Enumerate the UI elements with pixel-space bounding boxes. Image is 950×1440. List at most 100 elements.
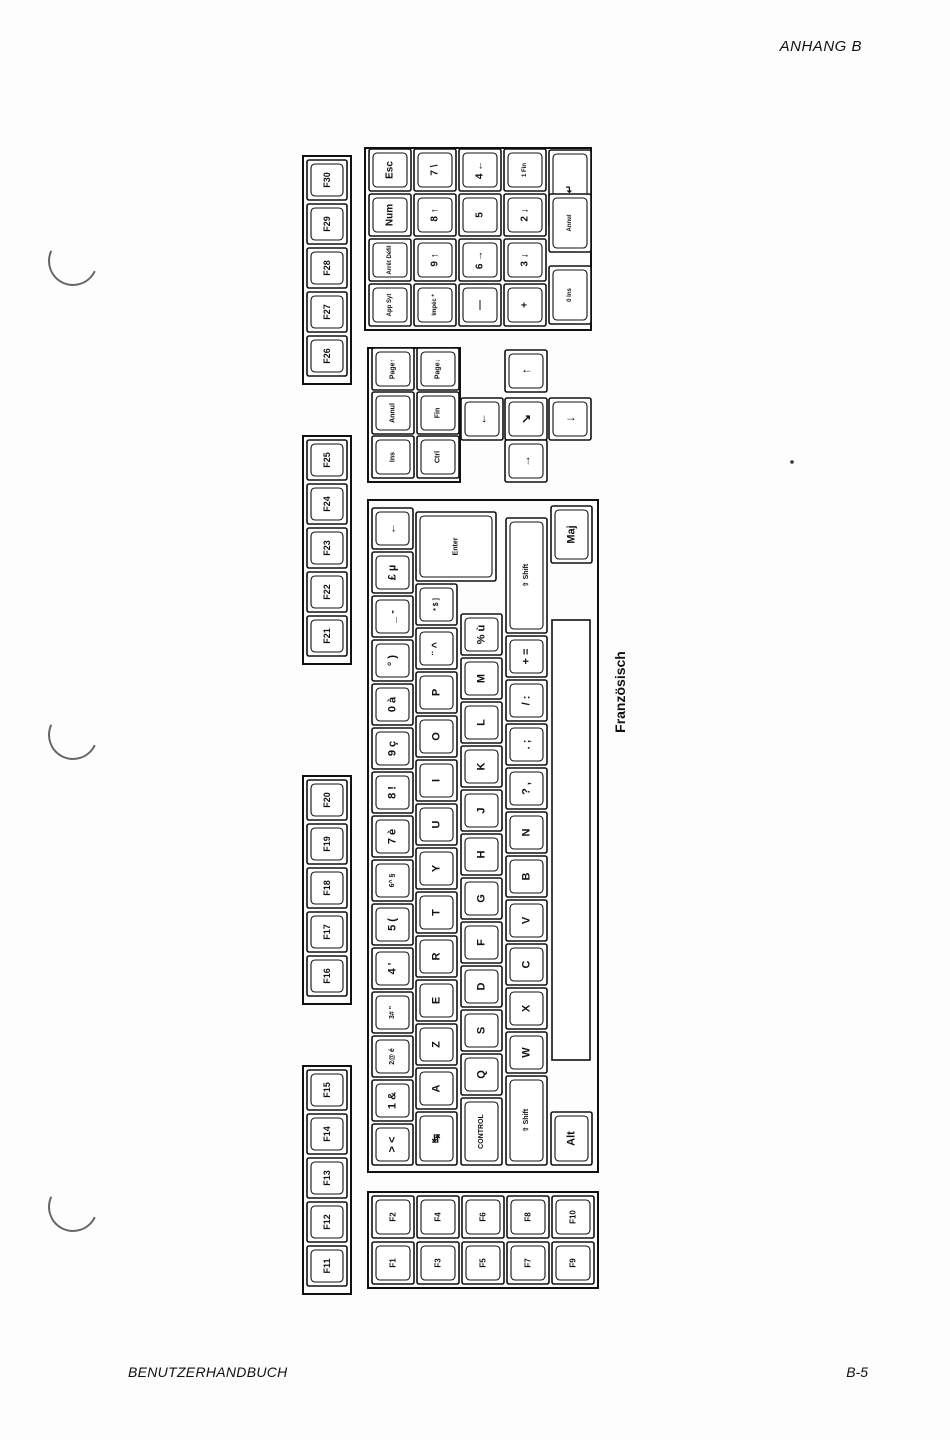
key-label: _ - — [387, 610, 399, 624]
key-k: K — [460, 745, 503, 788]
key-label: F1 — [389, 1258, 398, 1268]
key-label: 7 è — [387, 829, 399, 844]
key-f2: F2 — [371, 1195, 415, 1239]
key-label: ⇧ Shift — [522, 1108, 530, 1132]
key-label: F3 — [434, 1258, 443, 1268]
key-symbol: ¨ ^ — [415, 627, 458, 670]
key-label: * $ ] — [433, 598, 440, 611]
key-x: X — [505, 987, 548, 1030]
key-label: Arrêt Défil — [387, 245, 393, 274]
key-f24: F24 — [306, 483, 348, 525]
key-f6: F6 — [461, 1195, 505, 1239]
key-label: Enter — [453, 537, 460, 555]
key-alt: Alt — [550, 1111, 593, 1166]
key-annul: Annul — [371, 391, 415, 435]
key-label: 0 Ins — [567, 288, 573, 302]
key-label: D — [476, 982, 488, 990]
key-label: T — [431, 909, 443, 916]
key-page: Page↑ — [371, 347, 415, 391]
left-function-pad — [367, 1191, 599, 1289]
key-label: . ; — [521, 740, 533, 750]
key-imp-c: Impéc * — [413, 283, 457, 327]
key-label: F22 — [322, 584, 332, 600]
key-f7: F7 — [506, 1241, 550, 1285]
function-key-group — [302, 775, 352, 1005]
key-label: ↵ — [565, 185, 576, 193]
key-label: ← — [387, 523, 399, 534]
key-1: 1 & — [371, 1079, 414, 1122]
key-8: 8 ↑ — [413, 193, 457, 237]
key-4: 4 ← — [458, 148, 502, 192]
key-label: ? , — [521, 782, 533, 795]
key-label: Z — [431, 1041, 443, 1048]
key-label: F17 — [322, 924, 332, 940]
key-label: % ù — [476, 625, 488, 645]
key-label: F25 — [322, 452, 332, 468]
key-label: + = — [521, 649, 533, 665]
key-label: B — [521, 872, 533, 880]
key-2: 2 ↓ — [503, 193, 547, 237]
key-symbol: / : — [505, 679, 548, 722]
key-label: 9 ç — [387, 741, 399, 756]
key-t: T — [415, 891, 458, 934]
key-label: F26 — [322, 348, 332, 364]
key-f4: F4 — [416, 1195, 460, 1239]
key-f8: F8 — [506, 1195, 550, 1239]
key-label: F18 — [322, 880, 332, 896]
key-y: Y — [415, 847, 458, 890]
key-label: V — [521, 916, 533, 924]
key-label: 2 ↓ — [520, 208, 531, 221]
key-9: 9 ↑ — [413, 238, 457, 282]
key-f17: F17 — [306, 911, 348, 953]
key-label: O — [431, 732, 443, 741]
key-label: → — [519, 455, 533, 467]
key-f3: F3 — [416, 1241, 460, 1285]
key-page: Page↓ — [416, 347, 460, 391]
key-label: 3# " — [389, 1006, 396, 1019]
key-f22: F22 — [306, 571, 348, 613]
key-label: C — [521, 960, 533, 968]
key-5: 5 ( — [371, 903, 414, 946]
key-ctrl: Ctrl — [416, 435, 460, 479]
key-f: F — [460, 921, 503, 964]
key-f18: F18 — [306, 867, 348, 909]
key-label: F10 — [569, 1210, 578, 1224]
key-label: E — [431, 997, 443, 1004]
key-label: F9 — [569, 1258, 578, 1268]
key-label: F8 — [524, 1212, 533, 1222]
key-label: F14 — [322, 1126, 332, 1142]
key-p: P — [415, 671, 458, 714]
key-3: 3 ↓ — [503, 238, 547, 282]
key-a: A — [415, 1067, 458, 1110]
key-label: Annul — [390, 403, 397, 423]
key-f28: F28 — [306, 247, 348, 289]
key-symbol: * $ ] — [415, 583, 458, 626]
key-label: ↘ — [519, 414, 533, 424]
key-label: F29 — [322, 216, 332, 232]
key-7: 7 \ — [413, 148, 457, 192]
key-label: 4 ← — [475, 161, 486, 179]
key-label: 0 à — [387, 696, 399, 712]
key-label: ⇧ Shift — [522, 563, 530, 587]
key-m: M — [460, 657, 503, 700]
key-n: N — [505, 811, 548, 854]
key-label: App Syt — [387, 294, 393, 317]
key-o: O — [415, 715, 458, 758]
key-label: Annul — [567, 214, 573, 231]
key-label: 9 ↑ — [430, 253, 441, 266]
key-control: CONTROL — [460, 1097, 503, 1166]
key-label: A — [431, 1084, 443, 1092]
key-label: 8 ↑ — [430, 208, 441, 221]
key-label: F — [476, 939, 488, 946]
key-label: F27 — [322, 304, 332, 320]
key-app-syt: App Syt — [368, 283, 412, 327]
key-f19: F19 — [306, 823, 348, 865]
key-f12: F12 — [306, 1201, 348, 1243]
diagram-caption: Französisch — [612, 651, 628, 733]
key-0-ins: 0 Ins — [548, 265, 592, 325]
key-4: 4 ' — [371, 947, 414, 990]
key-label: Alt — [566, 1131, 578, 1146]
key-7: 7 è — [371, 815, 414, 858]
function-key-group — [302, 435, 352, 665]
key-label: F15 — [322, 1082, 332, 1098]
